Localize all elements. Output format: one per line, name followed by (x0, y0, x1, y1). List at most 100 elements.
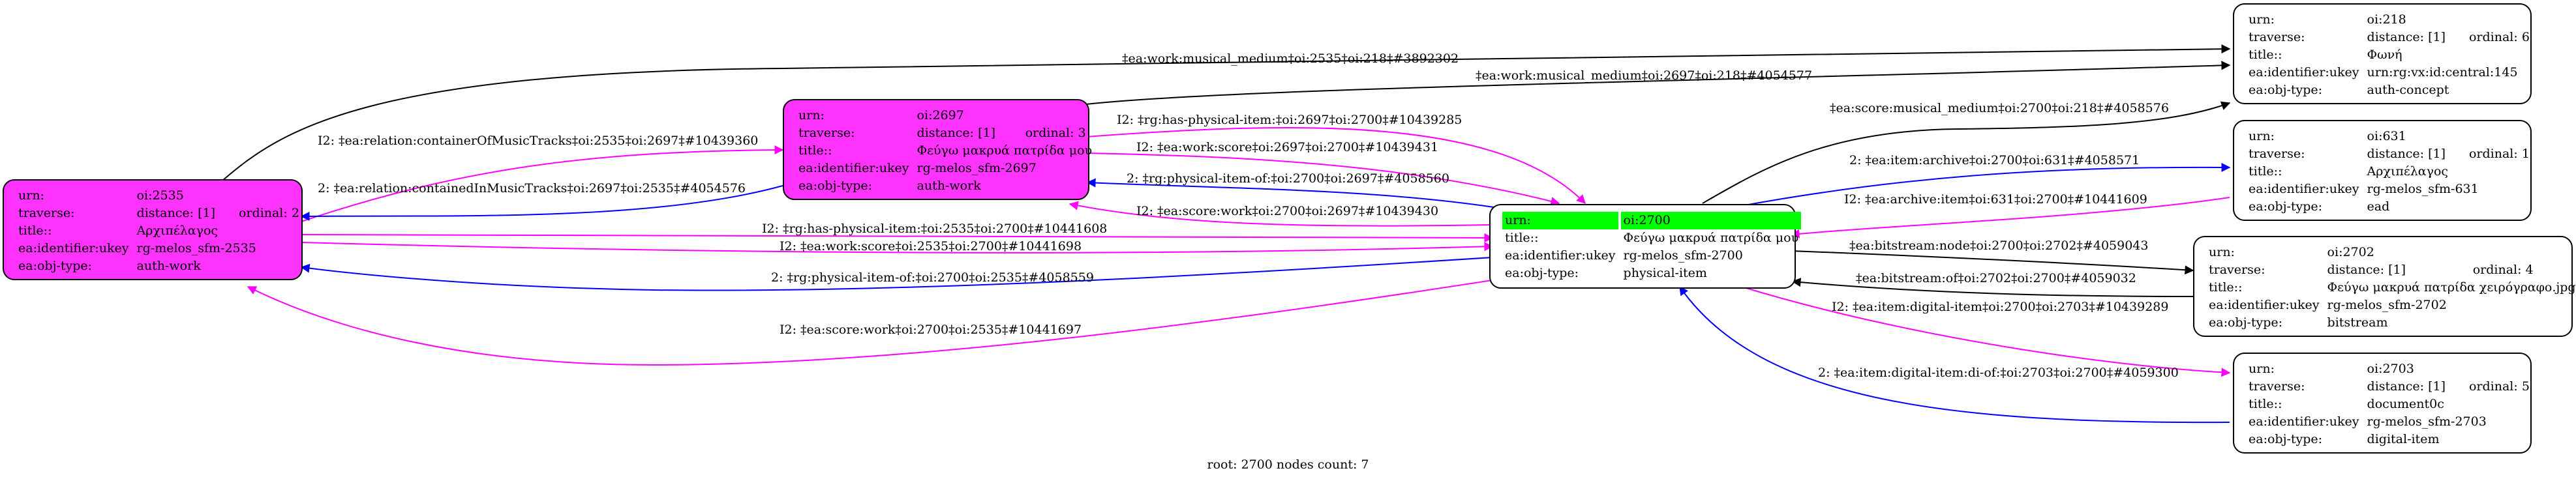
node-ordinal: ordinal: 5 (2468, 379, 2530, 394)
edge-label-e15: I2: ‡ea:archive:item‡oi:631‡oi:2700‡#104… (1844, 192, 2147, 207)
node-field-key: ea:obj-type: (2209, 315, 2283, 330)
edge-label-e19: 2: ‡ea:item:digital-item:di-of:‡oi:2703‡… (1818, 366, 2179, 380)
edge-e3 (1702, 101, 2231, 204)
node-objtype: auth-concept (2367, 83, 2449, 97)
node-ordinal: ordinal: 6 (2468, 30, 2530, 44)
edge-e16 (1791, 250, 2194, 275)
node-field-key: title:: (2209, 280, 2243, 295)
edge-label-e4: I2: ‡ea:relation:containerOfMusicTracks‡… (318, 134, 758, 148)
edge-e13 (247, 280, 1493, 366)
node-field-key: ea:obj-type: (2249, 83, 2323, 97)
node-field-key: ea:identifier:ukey (2209, 298, 2320, 312)
edge-e14 (1710, 162, 2231, 212)
node-urn: oi:218 (2367, 12, 2406, 27)
node-field-key: urn: (2249, 362, 2275, 376)
node-field-key: title:: (1505, 231, 1539, 245)
edge-label-e3: ‡ea:score:musical_medium‡oi:2700‡oi:218‡… (1830, 101, 2169, 115)
node-ordinal: ordinal: 2 (238, 206, 299, 220)
node-field-key: urn: (2249, 129, 2275, 143)
node-2700-root[interactable]: urn:oi:2700 title::Φεύγω μακρυά πατρίδα … (1489, 204, 1802, 289)
node-field-key: title:: (2249, 48, 2282, 62)
edge-label-e6: I2: ‡rg:has-physical-item:‡oi:2697‡oi:27… (1117, 113, 1462, 127)
node-field-key: urn: (2209, 245, 2235, 259)
node-ukey: rg-melos_sfm-2535 (136, 241, 256, 255)
node-title: Φωνή (2367, 48, 2402, 62)
node-field-key: urn: (18, 188, 44, 203)
node-2697[interactable]: urn:oi:2697 traverse:distance: [1]ordina… (783, 99, 1092, 200)
node-field-key: ea:obj-type: (1505, 266, 1579, 280)
node-objtype: auth-work (917, 179, 981, 193)
edge-label-e5: 2: ‡ea:relation:containedInMusicTracks‡o… (318, 181, 746, 195)
node-field-key: ea:identifier:ukey (18, 241, 129, 255)
node-field-key: traverse: (2249, 147, 2305, 161)
node-field-key: traverse: (798, 126, 855, 140)
edge-label-e18: I2: ‡ea:item:digital-item‡oi:2700‡oi:270… (1832, 300, 2168, 314)
node-title: document0c (2367, 397, 2444, 411)
edge-e15 (1790, 197, 2230, 238)
edge-label-e11: I2: ‡ea:work:score‡oi:2535‡oi:2700‡#1044… (780, 239, 1082, 253)
edge-label-e17: ‡ea:bitstream:of‡oi:2702‡oi:2700‡#405903… (1856, 271, 2136, 285)
node-objtype: auth-work (136, 259, 201, 273)
node-distance: distance: [1] (2367, 379, 2446, 394)
edge-e8 (1086, 178, 1494, 208)
node-objtype: digital-item (2367, 432, 2440, 446)
edge-label-e12: 2: ‡rg:physical-item-of:‡oi:2700‡oi:2535… (771, 270, 1094, 285)
edge-e4 (301, 145, 784, 222)
node-field-key: title:: (2249, 397, 2282, 411)
node-objtype: physical-item (1623, 266, 1707, 280)
edge-label-e1: ‡ea:work:musical_medium‡oi:2535‡oi:218‡#… (1122, 51, 1459, 66)
edge-e2 (1085, 61, 2231, 105)
node-field-key: traverse: (2249, 30, 2305, 44)
node-objtype: ead (2367, 199, 2390, 214)
node-distance: distance: [1] (2327, 263, 2406, 277)
edge-label-e9: I2: ‡ea:score:work‡oi:2700‡oi:2697‡#1043… (1136, 204, 1438, 218)
node-ukey: rg-melos_sfm-2703 (2367, 414, 2487, 429)
node-ukey: rg-melos_sfm-631 (2367, 182, 2479, 196)
node-631[interactable]: urn:oi:631 traverse:distance: [1]ordinal… (2233, 120, 2532, 221)
node-ukey: rg-melos_sfm-2702 (2327, 298, 2447, 312)
node-distance: distance: [1] (136, 206, 215, 220)
node-distance: distance: [1] (2367, 30, 2446, 44)
edge-label-e10: I2: ‡rg:has-physical-item:‡oi:2535‡oi:27… (762, 222, 1107, 236)
node-field-key: ea:obj-type: (18, 259, 93, 273)
node-ukey: urn:rg:vx:id:central:145 (2367, 65, 2518, 80)
node-field-key: traverse: (2249, 379, 2305, 394)
node-title: Φεύγω μακρυά πατρίδα μου (1623, 231, 1799, 245)
edge-e12 (300, 257, 1493, 291)
node-2535[interactable]: urn: oi:2535 traverse: distance: [1] ordina… (3, 179, 303, 280)
edge-label-e14: 2: ‡ea:item:archive‡oi:2700‡oi:631‡#4058… (1849, 153, 2140, 167)
edge-label-e2: ‡ea:work:musical_medium‡oi:2697‡oi:218‡#… (1476, 68, 1812, 83)
node-urn: oi:2535 (136, 188, 184, 203)
edge-e7 (1085, 152, 1560, 206)
graph-footer-caption: root: 2700 nodes count: 7 (1207, 457, 1369, 472)
node-field-key: ea:identifier:ukey (1505, 248, 1616, 263)
node-field-key: ea:obj-type: (2249, 432, 2323, 446)
node-field-key: ea:identifier:ukey (2249, 65, 2359, 80)
node-ordinal: ordinal: 3 (1025, 126, 1086, 140)
node-title: Αρχιπέλαγος (136, 224, 219, 238)
node-ordinal: ordinal: 1 (2468, 147, 2530, 161)
node-field-key: traverse: (18, 206, 75, 220)
node-218[interactable]: urn:oi:218 traverse:distance: [1]ordinal… (2233, 3, 2532, 104)
node-distance: distance: [1] (917, 126, 995, 140)
node-urn: oi:631 (2367, 129, 2406, 143)
node-field-key: ea:identifier:ukey (2249, 182, 2359, 196)
node-2703[interactable]: urn: oi:2703 traverse: distance: [1] ordina… (2233, 353, 2532, 454)
edge-e11 (301, 242, 1494, 253)
node-field-key: ea:obj-type: (798, 179, 873, 193)
node-field-key: ea:obj-type: (2249, 199, 2323, 214)
edge-e17 (1791, 278, 2194, 297)
node-ukey: rg-melos_sfm-2697 (917, 161, 1037, 175)
node-urn: oi:2700 (1620, 212, 1802, 229)
node-field-key: ea:identifier:ukey (798, 161, 909, 175)
node-field-key: urn: (1502, 212, 1618, 229)
edge-e5 (300, 185, 783, 221)
node-field-key: title:: (2249, 164, 2282, 179)
node-urn: oi:2703 (2367, 362, 2414, 376)
edge-e9 (1068, 201, 1494, 227)
node-urn: oi:2702 (2327, 245, 2374, 259)
node-ukey: rg-melos_sfm-2700 (1623, 248, 1743, 263)
node-field-key: urn: (798, 108, 825, 123)
node-2702[interactable]: urn:oi:2702 traverse:distance: [1]ordina… (2193, 236, 2576, 337)
